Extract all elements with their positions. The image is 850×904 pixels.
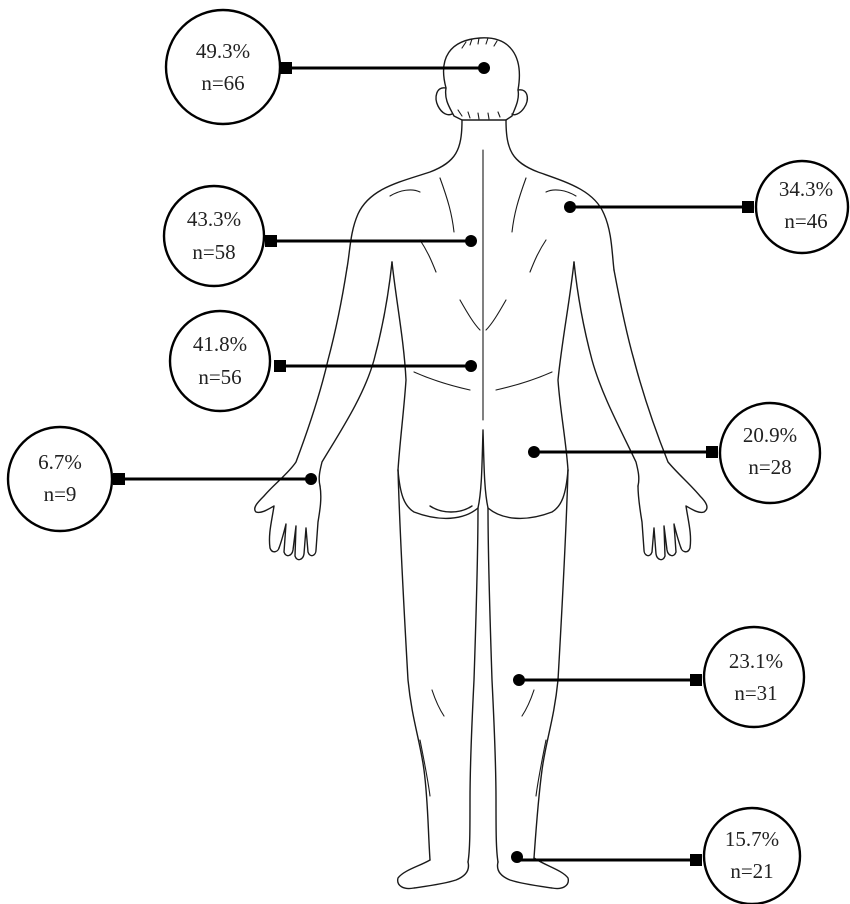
count-ankle-foot: n=21 bbox=[730, 859, 773, 883]
bubble-upper-back bbox=[164, 186, 264, 286]
percent-wrist-hand: 6.7% bbox=[38, 450, 82, 474]
square-marker-shoulder bbox=[742, 201, 754, 213]
point-marker-knee bbox=[513, 674, 525, 686]
percent-hip: 20.9% bbox=[743, 423, 797, 447]
square-marker-upper-back bbox=[265, 235, 277, 247]
right-hand-fingers bbox=[638, 486, 681, 560]
percent-head: 49.3% bbox=[196, 39, 250, 63]
callout-lower-back: 41.8% n=56 bbox=[170, 311, 477, 411]
left-hand-fingers bbox=[279, 486, 321, 560]
callout-ankle-foot: 15.7% n=21 bbox=[511, 808, 800, 904]
percent-lower-back: 41.8% bbox=[193, 332, 247, 356]
back-muscle-detail bbox=[390, 150, 576, 420]
percent-shoulder: 34.3% bbox=[779, 177, 833, 201]
bubble-ankle-foot bbox=[704, 808, 800, 904]
count-knee: n=31 bbox=[734, 681, 777, 705]
bubble-shoulder bbox=[756, 161, 848, 253]
bubble-head bbox=[166, 10, 280, 124]
bubble-knee bbox=[704, 627, 804, 727]
square-marker-ankle-foot bbox=[690, 854, 702, 866]
point-marker-head bbox=[478, 62, 490, 74]
left-arm-outline bbox=[255, 262, 392, 552]
point-marker-wrist-hand bbox=[305, 473, 317, 485]
point-marker-ankle-foot bbox=[511, 851, 523, 863]
bubble-hip bbox=[720, 403, 820, 503]
hair-detail bbox=[458, 38, 500, 119]
point-marker-lower-back bbox=[465, 360, 477, 372]
percent-ankle-foot: 15.7% bbox=[725, 827, 779, 851]
bubble-wrist-hand bbox=[8, 427, 112, 531]
point-marker-shoulder bbox=[564, 201, 576, 213]
count-shoulder: n=46 bbox=[784, 209, 827, 233]
legs-outline bbox=[398, 470, 568, 862]
count-upper-back: n=58 bbox=[192, 240, 235, 264]
leg-detail bbox=[420, 690, 546, 796]
buttocks-outline bbox=[398, 430, 568, 518]
callout-hip: 20.9% n=28 bbox=[528, 403, 820, 503]
human-body-outline bbox=[255, 38, 707, 889]
callout-wrist-hand: 6.7% n=9 bbox=[8, 427, 317, 531]
count-wrist-hand: n=9 bbox=[44, 482, 77, 506]
callout-upper-back: 43.3% n=58 bbox=[164, 186, 477, 286]
count-lower-back: n=56 bbox=[198, 365, 241, 389]
percent-knee: 23.1% bbox=[729, 649, 783, 673]
square-marker-hip bbox=[706, 446, 718, 458]
square-marker-head bbox=[280, 62, 292, 74]
point-marker-upper-back bbox=[465, 235, 477, 247]
square-marker-knee bbox=[690, 674, 702, 686]
count-hip: n=28 bbox=[748, 455, 791, 479]
head-outline bbox=[444, 38, 520, 120]
bubble-lower-back bbox=[170, 311, 270, 411]
callout-shoulder: 34.3% n=46 bbox=[564, 161, 848, 253]
callout-knee: 23.1% n=31 bbox=[513, 627, 804, 727]
point-marker-hip bbox=[528, 446, 540, 458]
callout-head: 49.3% n=66 bbox=[166, 10, 490, 124]
left-ear bbox=[436, 88, 452, 115]
square-marker-lower-back bbox=[274, 360, 286, 372]
feet-outline bbox=[398, 858, 569, 889]
percent-upper-back: 43.3% bbox=[187, 207, 241, 231]
square-marker-wrist-hand bbox=[113, 473, 125, 485]
count-head: n=66 bbox=[201, 71, 244, 95]
